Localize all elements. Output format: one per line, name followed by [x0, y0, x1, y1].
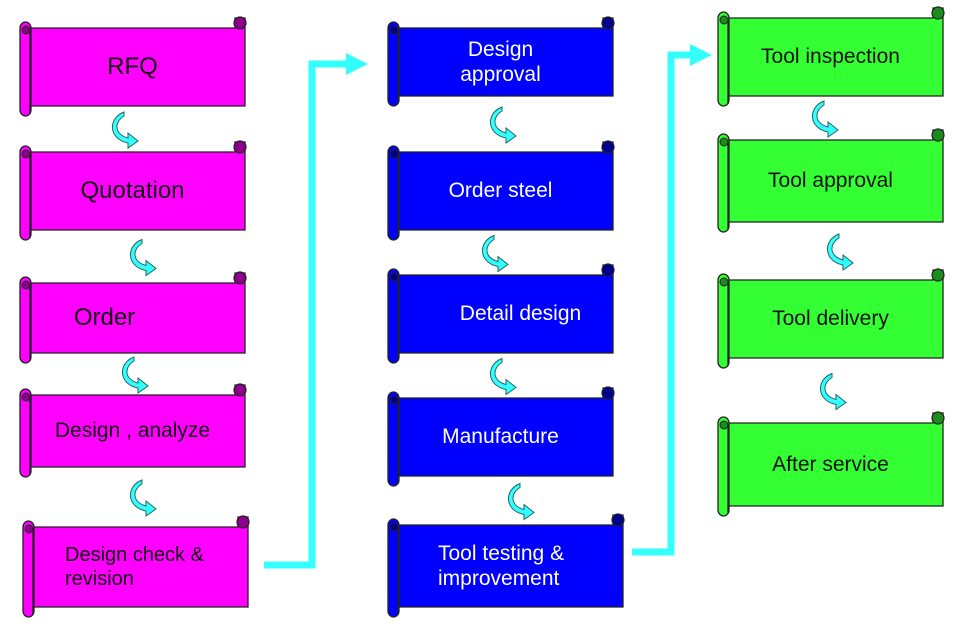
connector-0-0 [112, 111, 139, 149]
step-1-2-label: Detail design [459, 302, 582, 326]
step-1-1-label: Order steel [448, 179, 553, 203]
step-2-0-scroll [717, 6, 945, 107]
step-2-3-scroll-left-roll [717, 416, 730, 517]
flow-arrow-col1-to-col2-head [346, 53, 368, 75]
step-1-4-label: Tool testing & improvement [438, 541, 565, 590]
step-0-3-scroll [19, 383, 247, 478]
step-0-3-label: Design , analyze [54, 419, 211, 443]
step-2-3-scroll-right-curl [931, 411, 945, 425]
step-2-3-label: After service [772, 452, 889, 476]
connector-1-3-shape [508, 482, 535, 521]
step-0-0-scroll-left-curl [21, 25, 31, 35]
step-0-0-label: RFQ [107, 52, 158, 80]
step-1-0-scroll [387, 16, 615, 107]
step-2-1-scroll-left-curl [719, 137, 729, 147]
step-0-2-scroll-left-curl [21, 280, 31, 290]
step-0-4-scroll [22, 515, 250, 618]
connector-2-1 [827, 233, 854, 271]
step-0-2-scroll-right-curl [233, 271, 247, 285]
step-1-0-scroll-right-curl [601, 16, 615, 30]
connector-2-0 [812, 100, 839, 138]
step-2-2-label: Tool delivery [772, 307, 889, 331]
connector-1-3 [508, 482, 535, 521]
connector-1-0-shape [490, 106, 517, 144]
step-0-1-scroll [19, 140, 247, 241]
step-1-0-label: Design approval [460, 37, 541, 86]
connector-0-0-shape [112, 111, 139, 149]
flow-arrow-col1-to-col2 [264, 53, 368, 569]
step-0-2-label: Order [73, 303, 136, 331]
step-2-0-scroll-left-curl [719, 15, 729, 25]
step-2-1-label: Tool approval [768, 169, 893, 193]
step-2-0-scroll-right-curl [931, 6, 945, 20]
connector-2-2-shape [820, 372, 847, 411]
step-0-2-scroll [19, 271, 247, 364]
connector-1-1 [482, 234, 509, 273]
step-0-2-scroll-left-roll [19, 276, 32, 364]
step-2-2-scroll [717, 268, 945, 369]
connector-0-3-shape [130, 479, 157, 517]
connector-1-2-shape [490, 357, 517, 396]
connector-0-2 [122, 356, 149, 394]
step-2-0-scroll-left-roll [717, 11, 730, 107]
step-2-2-scroll-left-roll [717, 273, 730, 369]
step-1-1-scroll [387, 140, 615, 241]
flow-arrow-col2-to-col3-head [690, 44, 712, 66]
step-0-4-scroll-left-curl [24, 524, 34, 534]
step-0-3-scroll-right-curl [233, 383, 247, 397]
step-1-4-scroll [387, 513, 625, 618]
step-2-1-scroll [717, 128, 945, 233]
step-1-1-scroll-left-curl [389, 149, 399, 159]
step-1-2-scroll-right-curl [601, 263, 615, 277]
step-2-1-scroll-right-curl [931, 128, 945, 142]
flow-arrow-col2-to-col3 [632, 44, 712, 556]
step-1-0-scroll-left-curl [389, 25, 399, 35]
connector-1-2 [490, 357, 517, 396]
connector-0-2-shape [122, 356, 149, 394]
connector-2-1-shape [827, 233, 854, 271]
step-0-3-scroll-left-roll [19, 388, 32, 478]
flow-arrow-col1-to-col2-line [264, 60, 346, 569]
step-0-0-scroll-right-curl [233, 16, 247, 30]
step-1-2-scroll [387, 263, 615, 364]
connector-1-0 [490, 106, 517, 144]
step-1-4-scroll-left-curl [389, 522, 399, 532]
step-2-0-label: Tool inspection [761, 45, 900, 69]
step-2-3-scroll [717, 411, 945, 517]
connector-0-3 [130, 479, 157, 517]
step-2-1-scroll-left-roll [717, 133, 730, 233]
step-2-2-scroll-right-curl [931, 268, 945, 282]
step-0-1-scroll-left-curl [21, 149, 31, 159]
step-1-1-scroll-left-roll [387, 145, 400, 241]
step-0-1-label: Quotation [80, 176, 185, 204]
step-1-3-scroll-right-curl [601, 386, 615, 400]
step-1-3-scroll-left-roll [387, 391, 400, 487]
step-2-3-scroll-left-curl [719, 420, 729, 430]
step-1-3-scroll-left-curl [389, 395, 399, 405]
connector-2-2 [820, 372, 847, 411]
step-1-0-scroll-left-roll [387, 21, 400, 107]
step-1-1-scroll-right-curl [601, 140, 615, 154]
step-0-0-scroll [19, 16, 247, 117]
connector-2-0-shape [812, 100, 839, 138]
step-1-2-scroll-left-roll [387, 268, 400, 364]
step-1-2-scroll-left-curl [389, 272, 399, 282]
step-0-0-scroll-left-roll [19, 21, 32, 117]
connector-0-1-shape [130, 238, 157, 277]
step-2-2-scroll-left-curl [719, 277, 729, 287]
step-0-4-scroll-left-roll [22, 520, 35, 618]
step-1-3-label: Manufacture [442, 425, 559, 449]
step-0-1-scroll-right-curl [233, 140, 247, 154]
step-0-4-label: Design check & revision [65, 544, 204, 590]
step-0-4-scroll-right-curl [236, 515, 250, 529]
step-0-3-scroll-left-curl [21, 392, 31, 402]
step-1-3-scroll [387, 386, 615, 487]
step-1-4-scroll-left-roll [387, 518, 400, 618]
flow-arrow-col2-to-col3-line [632, 51, 690, 556]
connector-0-1 [130, 238, 157, 277]
step-1-4-scroll-right-curl [611, 513, 625, 527]
connector-1-1-shape [482, 234, 509, 273]
step-0-1-scroll-left-roll [19, 145, 32, 241]
